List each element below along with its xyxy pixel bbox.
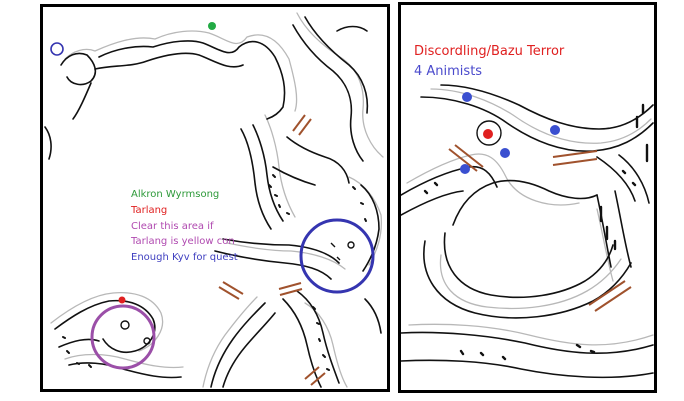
left-map-debris: [62, 174, 367, 371]
blue-dot-animist-2: [550, 125, 560, 135]
left-map-camp-details: [120, 241, 355, 345]
legend-kyv-quest: Enough Kyv for quest: [131, 252, 238, 263]
right-map-bridges: [448, 144, 632, 312]
left-map-panel: Alkron Wyrmsong Tarlang Clear this area …: [40, 4, 390, 392]
blue-dot-animist-1: [462, 92, 472, 102]
right-map-subtitle: 4 Animists: [414, 64, 483, 79]
right-map-panel: Discordling/Bazu Terror 4 Animists: [398, 2, 657, 393]
right-map-title: Discordling/Bazu Terror: [414, 44, 565, 59]
blue-dot-animist-3: [500, 148, 510, 158]
left-map-paths: [44, 16, 382, 388]
legend-clear-area: Clear this area if: [131, 221, 214, 232]
right-map-path-edges: [406, 88, 654, 346]
left-map-path-edges: [50, 12, 384, 388]
right-map-paths: [401, 84, 654, 379]
small-blue-circle: [50, 42, 64, 56]
right-map-debris: [423, 103, 649, 361]
left-map-drawing: [44, 12, 384, 388]
blue-dot-animist-4: [460, 164, 470, 174]
right-map-drawing: [401, 84, 654, 379]
legend-tarlang: Tarlang: [131, 205, 168, 216]
blue-circle-area: [299, 218, 375, 294]
legend-alkron: Alkron Wyrmsong: [131, 189, 220, 200]
camp-ring: [476, 120, 502, 146]
purple-circle-area: [90, 304, 156, 370]
legend-yellow-con: Tarlang is yellow con: [131, 236, 235, 247]
red-dot-discordling: [483, 129, 493, 139]
green-dot-alkron: [208, 22, 216, 30]
left-map-bridges: [218, 114, 326, 386]
red-dot-tarlang: [118, 296, 126, 304]
